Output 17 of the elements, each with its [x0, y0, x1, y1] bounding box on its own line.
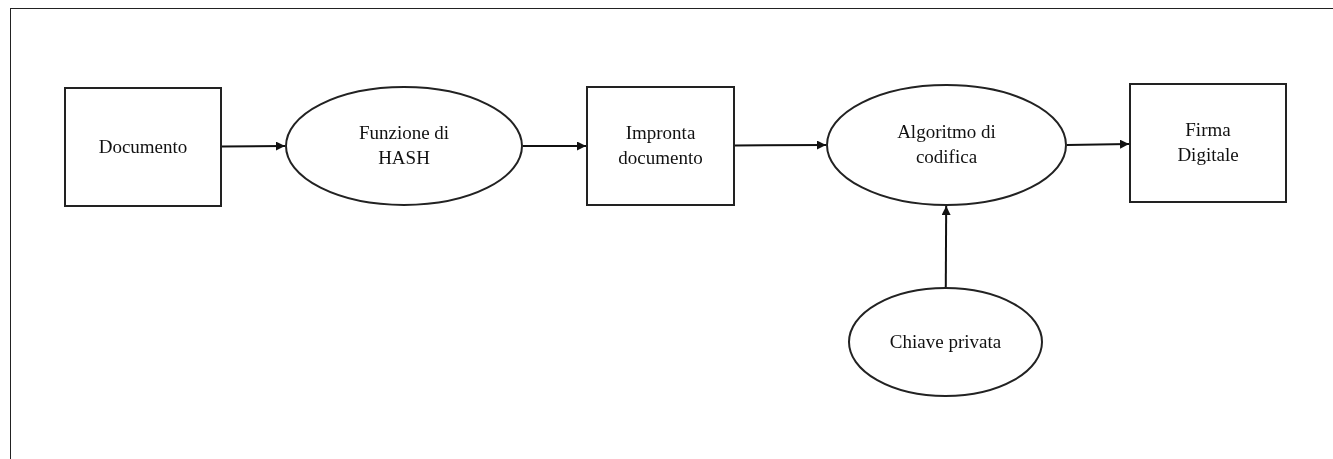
node-label: Impronta documento [617, 121, 704, 170]
node-label: Firma Digitale [1176, 118, 1240, 167]
node-label: Documento [98, 134, 188, 159]
process-ellipse [848, 287, 1043, 397]
arrow [1066, 139, 1130, 149]
node-label: Algoritmo di codifica [896, 120, 997, 169]
arrow [522, 141, 587, 151]
process-box [586, 86, 735, 206]
node-label: Funzione di HASH [357, 121, 451, 170]
process-box [1129, 83, 1287, 203]
arrow [221, 141, 286, 151]
process-ellipse [285, 86, 523, 206]
arrow [941, 205, 951, 288]
node-label: Chiave privata [889, 329, 1002, 354]
process-ellipse [826, 84, 1067, 206]
process-box [64, 87, 222, 207]
arrow [734, 140, 827, 150]
